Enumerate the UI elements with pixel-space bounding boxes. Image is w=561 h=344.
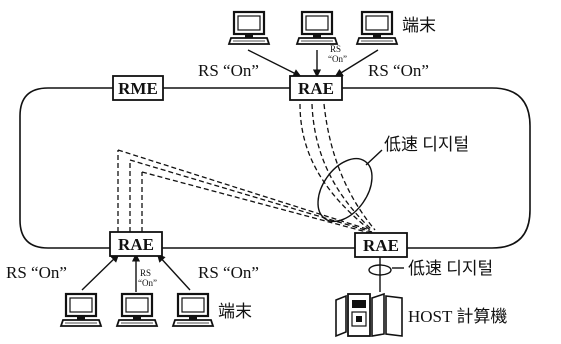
terminal-icon	[173, 294, 213, 326]
label-rs-on-top-left: RS “On”	[198, 61, 259, 80]
label-terminal-bottom: 端末	[218, 302, 252, 321]
terminal-icon	[117, 294, 157, 326]
low-speed-digital-circuits	[118, 104, 375, 234]
bottom-terminal-links	[82, 255, 190, 292]
label-rs-on-top-right: RS “On”	[368, 61, 429, 80]
terminal-icon	[357, 12, 397, 44]
label-rs-on-bottom-right: RS “On”	[198, 263, 259, 282]
label-terminal-top: 端末	[402, 16, 436, 35]
label-rs-small-bottom-1: RS	[140, 268, 151, 278]
label-rs-small-bottom-2: “On”	[138, 278, 157, 288]
node-rae-right-label: RAE	[363, 236, 399, 255]
terminal-icon	[297, 12, 337, 44]
terminal-icon	[61, 294, 101, 326]
node-rme-label: RME	[118, 79, 158, 98]
terminal-icon	[229, 12, 269, 44]
label-rs-small-top-2: “On”	[328, 54, 347, 64]
node-rae-left-label: RAE	[118, 235, 154, 254]
label-host-computer: HOST 計算機	[408, 307, 507, 326]
node-rae-left: RAE	[110, 232, 162, 256]
top-terminal-links	[248, 50, 378, 76]
host-computer-icon	[336, 294, 402, 336]
low-speed-group-ellipse	[307, 149, 383, 232]
label-low-speed-digital-ring: 低速 디지털	[384, 135, 469, 154]
node-rae-top-label: RAE	[298, 79, 334, 98]
node-rme: RME	[113, 76, 163, 100]
label-low-speed-digital-host: 低速 디지털	[408, 259, 493, 278]
label-rs-small-top-1: RS	[330, 44, 341, 54]
label-rs-on-bottom-left: RS “On”	[6, 263, 67, 282]
low-speed-leader-line	[366, 150, 382, 165]
ring-network	[20, 88, 530, 248]
node-rae-right: RAE	[355, 233, 407, 257]
node-rae-top: RAE	[290, 76, 342, 100]
